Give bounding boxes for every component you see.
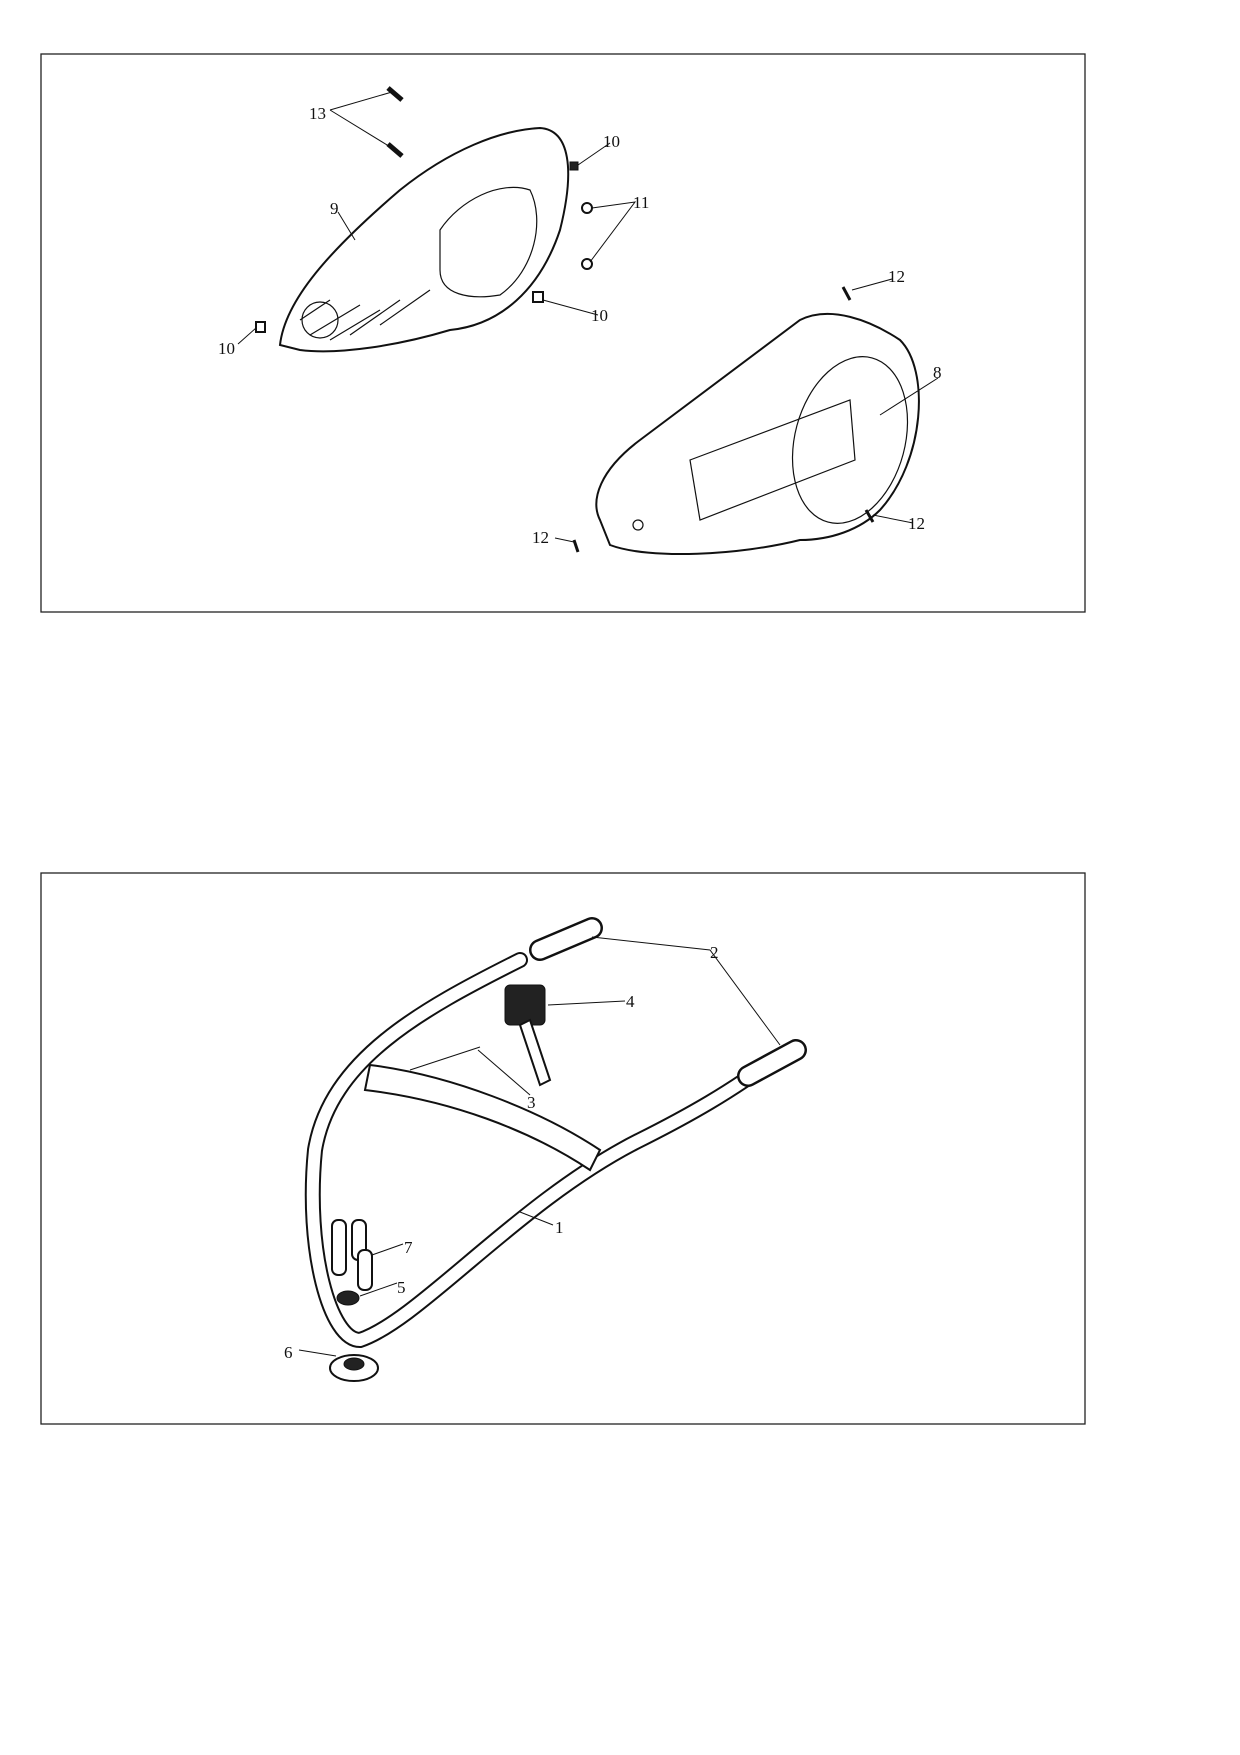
bottom-leader-lines bbox=[298, 936, 781, 1357]
callout-5: 5 bbox=[397, 1278, 406, 1297]
base-6-part bbox=[329, 1354, 379, 1382]
handlebar-frame-1-part bbox=[304, 952, 753, 1349]
bottom-panel-frame bbox=[40, 872, 1086, 1425]
top-diagram-panel: 13 10 11 9 12 10 10 8 12 12 bbox=[40, 53, 1086, 613]
callout-13: 13 bbox=[309, 104, 326, 123]
screw-12-left-part bbox=[572, 539, 580, 553]
nut-11-part bbox=[581, 202, 593, 214]
callout-12-top: 12 bbox=[888, 267, 905, 286]
grip-2-part bbox=[529, 917, 807, 1087]
screw-12-right-part bbox=[864, 509, 875, 523]
callout-3: 3 bbox=[527, 1093, 536, 1112]
inner-cover-9-part bbox=[278, 126, 570, 353]
outer-cover-8-part bbox=[595, 312, 920, 556]
tube-7-part bbox=[331, 1219, 373, 1291]
callout-6: 6 bbox=[284, 1343, 293, 1362]
callout-1: 1 bbox=[555, 1218, 564, 1237]
callout-2: 2 bbox=[710, 943, 719, 962]
callout-9: 9 bbox=[330, 199, 339, 218]
callout-10-top: 10 bbox=[603, 132, 620, 151]
bolt-13-part bbox=[386, 86, 404, 158]
callout-12-right: 12 bbox=[908, 514, 925, 533]
screw-12-top-part bbox=[841, 286, 852, 301]
clip-10-left-part bbox=[255, 321, 266, 333]
callout-12-left: 12 bbox=[532, 528, 549, 547]
top-panel-frame bbox=[40, 53, 1086, 613]
clip-10-top-part bbox=[569, 161, 579, 171]
nut-11-part-2 bbox=[581, 258, 593, 270]
callout-8: 8 bbox=[933, 363, 942, 382]
callout-11: 11 bbox=[633, 193, 649, 212]
callout-10-left: 10 bbox=[218, 339, 235, 358]
clip-10-right-part bbox=[532, 291, 544, 303]
bottom-diagram-panel: 2 4 3 1 7 5 6 bbox=[40, 872, 1086, 1425]
callout-10-right: 10 bbox=[591, 306, 608, 325]
brake-lever-4-part bbox=[504, 984, 552, 1087]
cable-3-part bbox=[409, 1046, 481, 1071]
top-leader-lines bbox=[237, 91, 939, 543]
callout-4: 4 bbox=[626, 992, 635, 1011]
cap-5-part bbox=[336, 1290, 360, 1306]
callout-7: 7 bbox=[404, 1238, 413, 1257]
